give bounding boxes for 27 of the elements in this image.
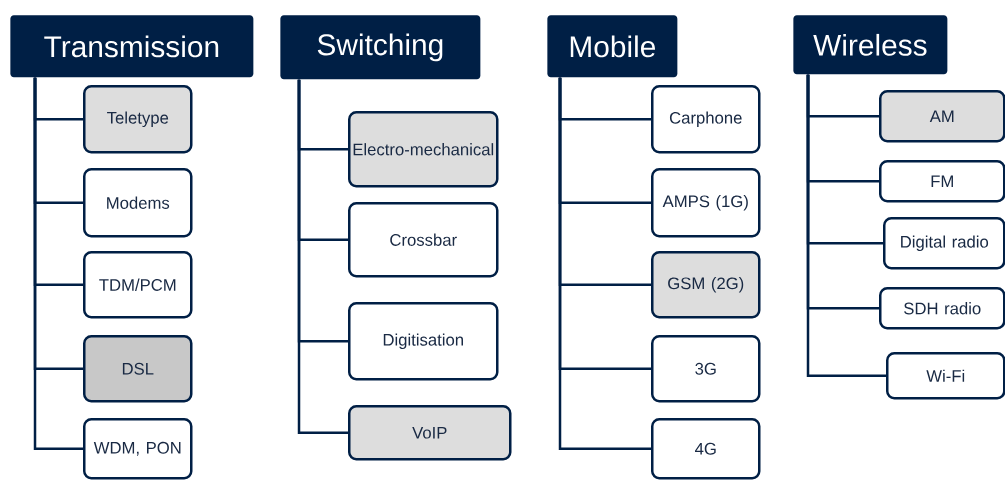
- item-box: DSL: [83, 335, 193, 403]
- connector-line: [806, 74, 886, 377]
- item-box: Teletype: [83, 85, 193, 154]
- item-box: SDH radio: [879, 287, 1005, 330]
- item-box: Crossbar: [348, 202, 499, 278]
- item-box: WDM, PON: [83, 418, 193, 480]
- item-box: Modems: [83, 168, 193, 238]
- item-box: Electro-mechanical: [348, 111, 499, 188]
- category-header: Mobile: [547, 15, 678, 78]
- connector-line: [297, 79, 348, 434]
- connector-line: [558, 77, 651, 450]
- item-box: 4G: [651, 418, 761, 480]
- item-box: VoIP: [348, 405, 512, 461]
- category-header: Wireless: [793, 15, 948, 75]
- category-header: Transmission: [10, 15, 254, 78]
- item-box: 3G: [651, 335, 761, 403]
- item-box: Wi-Fi: [886, 352, 1005, 400]
- item-box: Digital radio: [883, 217, 1005, 270]
- item-box: AMPS (1G): [651, 168, 761, 238]
- item-box: GSM (2G): [651, 251, 761, 319]
- item-box: Carphone: [651, 85, 761, 154]
- connector-line: [33, 77, 83, 450]
- item-box: FM: [879, 160, 1005, 203]
- category-header: Switching: [280, 15, 481, 80]
- item-box: Digitisation: [348, 302, 499, 381]
- item-box: TDM/PCM: [83, 251, 193, 319]
- item-box: AM: [879, 90, 1005, 143]
